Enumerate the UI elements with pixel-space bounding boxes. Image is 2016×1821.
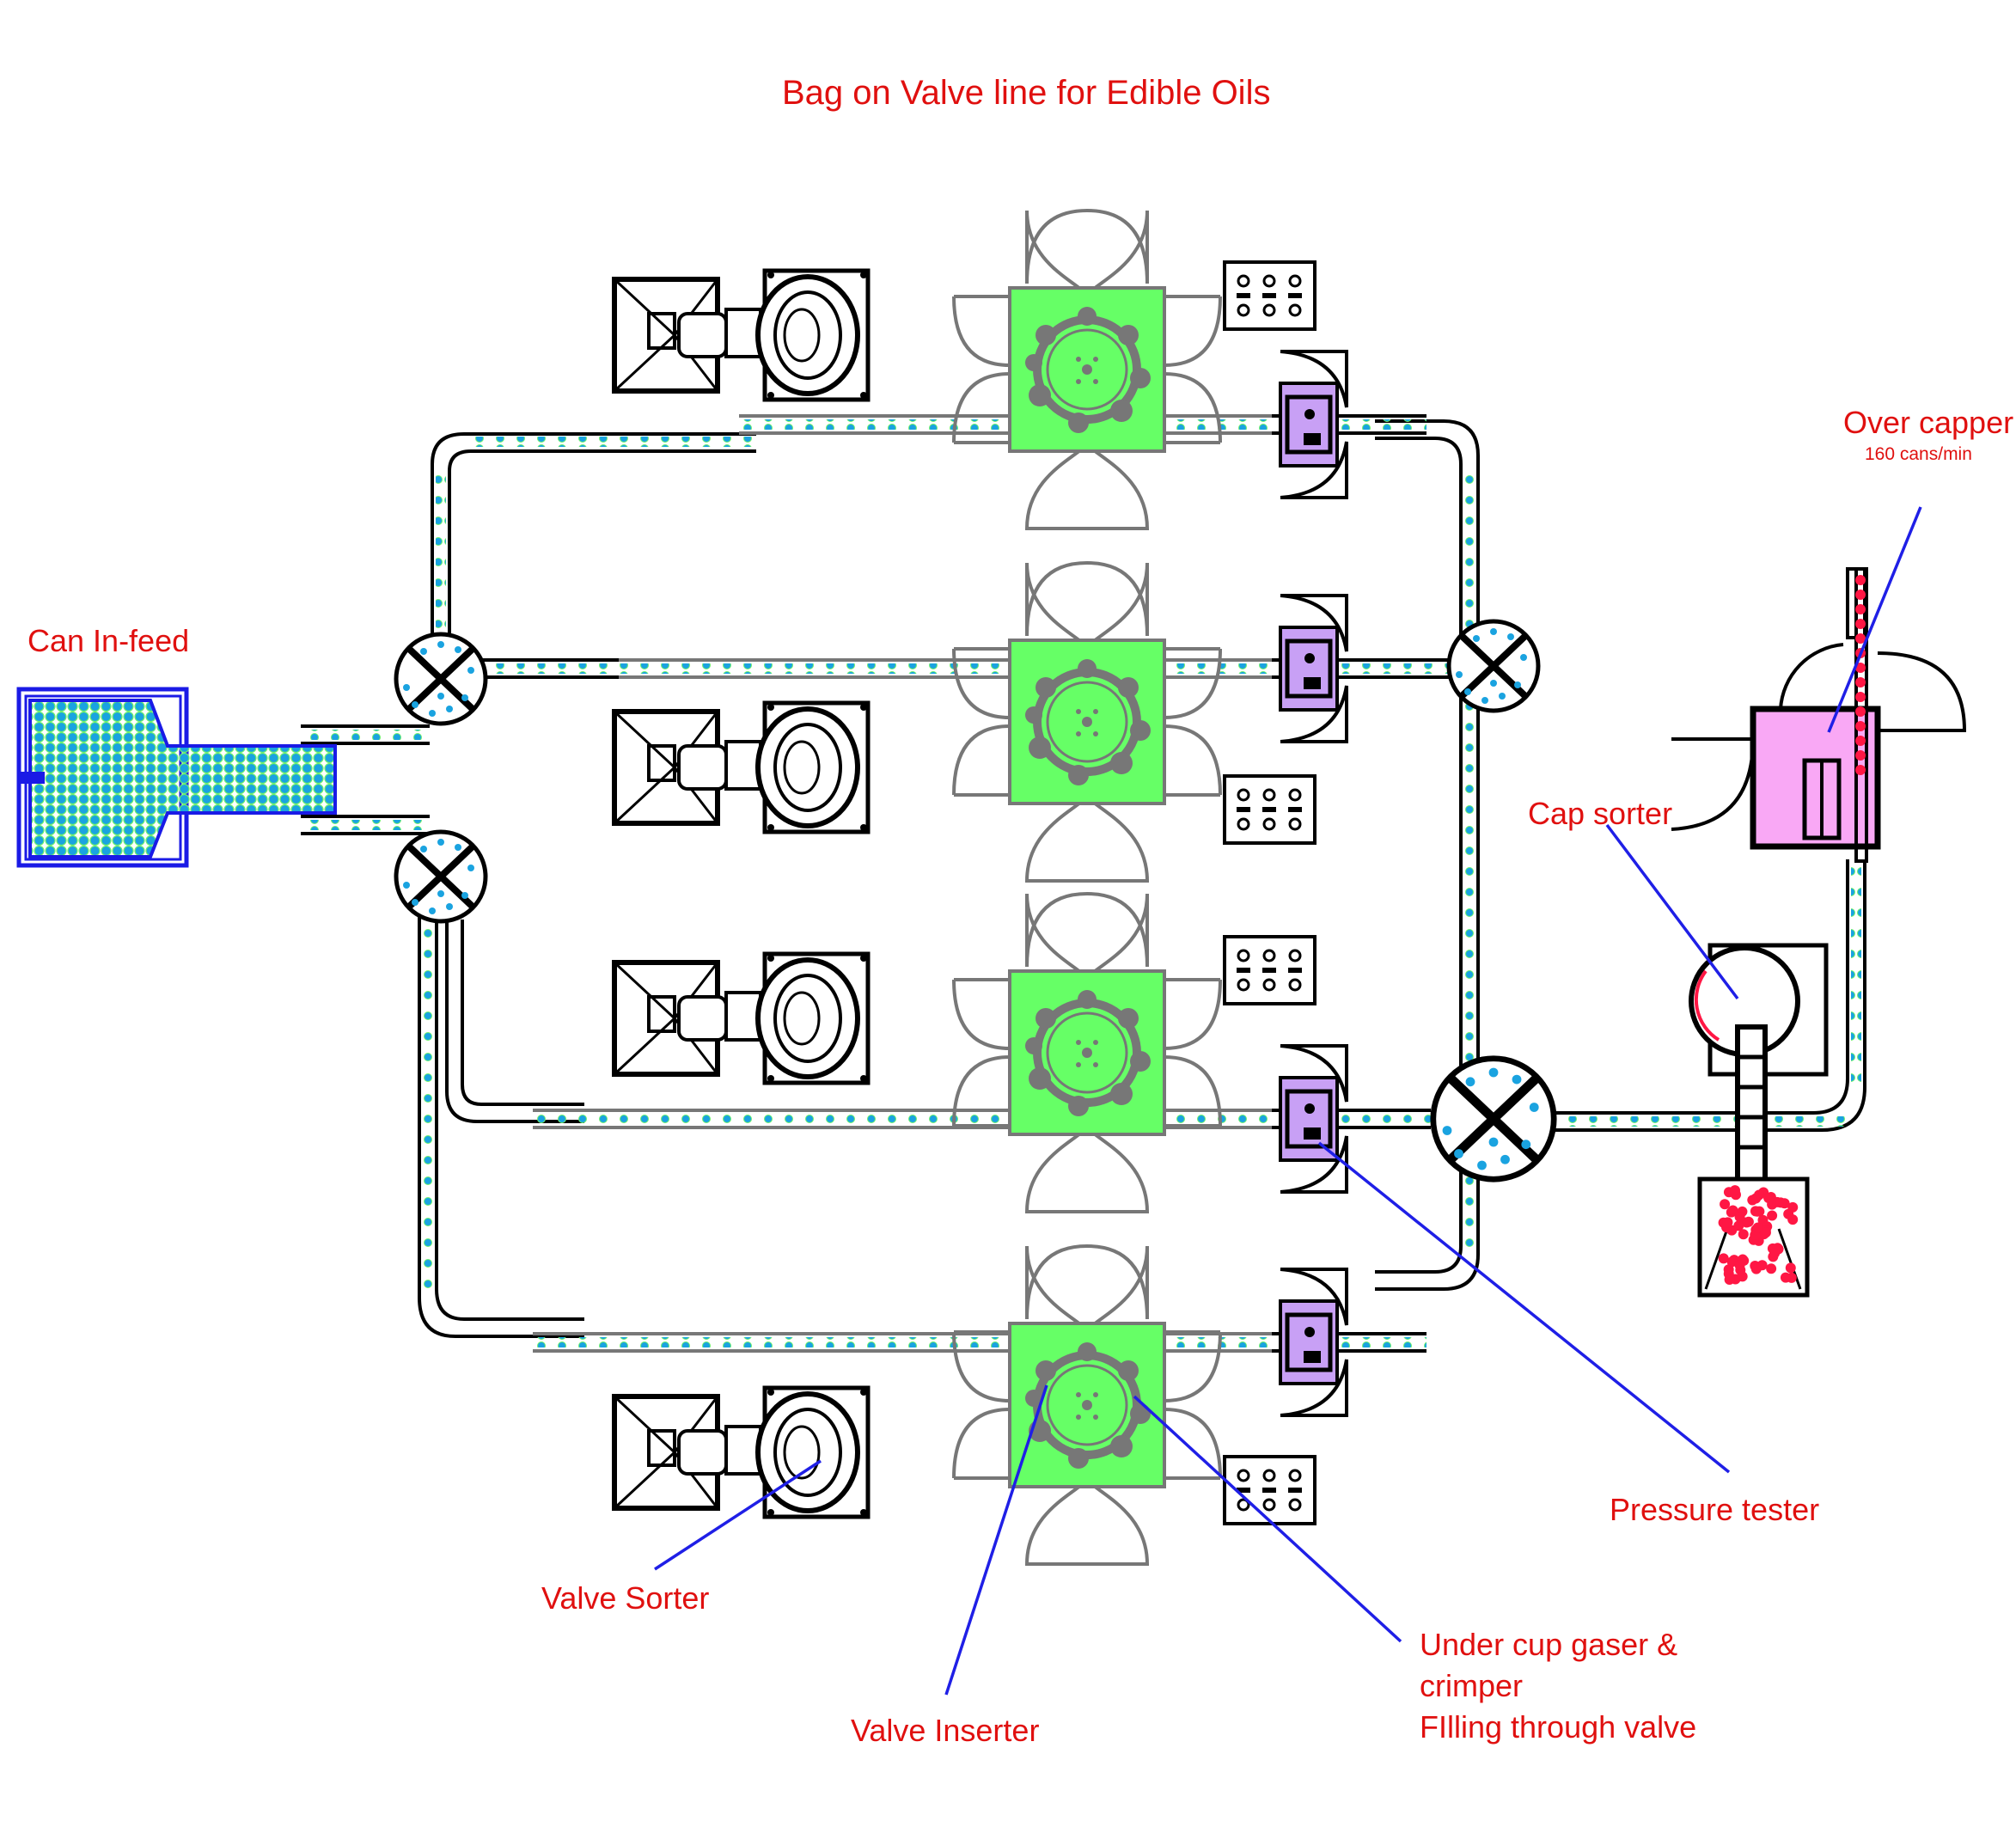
cap xyxy=(1855,750,1866,761)
cap xyxy=(1855,619,1866,629)
cap xyxy=(1855,721,1866,731)
cap xyxy=(1855,677,1866,687)
can-infeed-table xyxy=(16,687,337,868)
crimper-filler-4 xyxy=(954,1246,1220,1564)
label-over-capper: Over capper xyxy=(1843,405,2014,440)
cap xyxy=(1767,1210,1778,1221)
leader-valve-sorter xyxy=(654,1459,822,1571)
cap xyxy=(1769,1248,1781,1259)
cap xyxy=(1734,1212,1745,1223)
caps-on-chute xyxy=(1855,575,1866,775)
cap xyxy=(1747,1195,1758,1206)
cap xyxy=(1729,1185,1740,1196)
leader-over-capper xyxy=(1827,506,1922,733)
pressure-tester-2 xyxy=(1280,596,1347,742)
cap xyxy=(1783,1208,1794,1219)
turntable-merge-upper xyxy=(1449,621,1538,711)
cap xyxy=(1855,633,1866,644)
leader-valve-inserter xyxy=(944,1384,1048,1696)
cap xyxy=(1738,1229,1749,1240)
cap xyxy=(1763,1193,1775,1204)
cap xyxy=(1766,1263,1777,1274)
cap xyxy=(1720,1199,1731,1210)
pressure-tester-4 xyxy=(1280,1269,1347,1415)
cap xyxy=(1855,692,1866,702)
label-under-cup-gasser-crimper-filler: Under cup gaser & crimper FIlling throug… xyxy=(1420,1627,1697,1745)
valve-sorter-3 xyxy=(614,954,868,1083)
crimper-filler-2 xyxy=(954,563,1220,881)
cap xyxy=(1780,1272,1791,1283)
conveyor-network xyxy=(301,419,1866,1338)
label-valve-sorter: Valve Sorter xyxy=(541,1580,710,1616)
cap xyxy=(1718,1253,1729,1264)
cap xyxy=(1855,604,1866,614)
turntable-infeed-bottom xyxy=(396,832,486,921)
crimper-filler-3 xyxy=(954,894,1220,1212)
cap xyxy=(1785,1262,1796,1274)
label-can-infeed: Can In-feed xyxy=(27,623,190,658)
over-capper xyxy=(1671,567,1967,863)
line-rails xyxy=(464,414,1298,1353)
cans-on-conveyors xyxy=(301,419,1861,1347)
cap xyxy=(1855,765,1866,775)
valve-box-3 xyxy=(1225,937,1315,1004)
cap xyxy=(1722,1217,1733,1228)
cap xyxy=(1855,663,1866,673)
pressure-tester-1 xyxy=(1280,351,1347,498)
label-pressure-tester: Pressure tester xyxy=(1610,1492,1820,1527)
cap xyxy=(1855,706,1866,717)
cap xyxy=(1741,1217,1752,1228)
caps-in-hopper xyxy=(1718,1185,1799,1286)
cap xyxy=(1724,1274,1735,1286)
cap xyxy=(1756,1260,1768,1271)
cap xyxy=(1727,1205,1738,1216)
turntable-infeed-top xyxy=(396,634,486,724)
diagram-title: Bag on Valve line for Edible Oils xyxy=(782,74,1271,112)
valve-sorter-2 xyxy=(614,703,868,832)
cap xyxy=(1737,1271,1748,1282)
leader-under-cup xyxy=(1133,1395,1402,1643)
valve-box-2 xyxy=(1225,776,1315,843)
cap xyxy=(1855,575,1866,585)
cap xyxy=(1775,1197,1787,1208)
label-valve-inserter: Valve Inserter xyxy=(851,1713,1040,1748)
line-rails-black xyxy=(473,414,1461,1353)
cap xyxy=(1734,1260,1745,1271)
crimper-filler-1 xyxy=(954,211,1220,529)
cap xyxy=(1855,590,1866,600)
leader-pressure-tester xyxy=(1317,1141,1731,1474)
valve-sorter-1 xyxy=(614,271,868,400)
pressure-tester-3 xyxy=(1280,1046,1347,1192)
valve-box-1 xyxy=(1225,262,1315,329)
cap xyxy=(1752,1206,1763,1217)
leader-lines xyxy=(654,506,1922,1696)
cap xyxy=(1760,1227,1771,1238)
label-cap-sorter: Cap sorter xyxy=(1528,796,1673,831)
label-over-capper-rate: 160 cans/min xyxy=(1865,444,1972,464)
valve-sorter-4 xyxy=(614,1388,868,1517)
cap xyxy=(1855,736,1866,746)
cap xyxy=(1752,1222,1763,1233)
turntable-merge-lower xyxy=(1433,1059,1554,1179)
leader-cap-sorter xyxy=(1605,823,1739,1000)
cap xyxy=(1733,1220,1744,1231)
